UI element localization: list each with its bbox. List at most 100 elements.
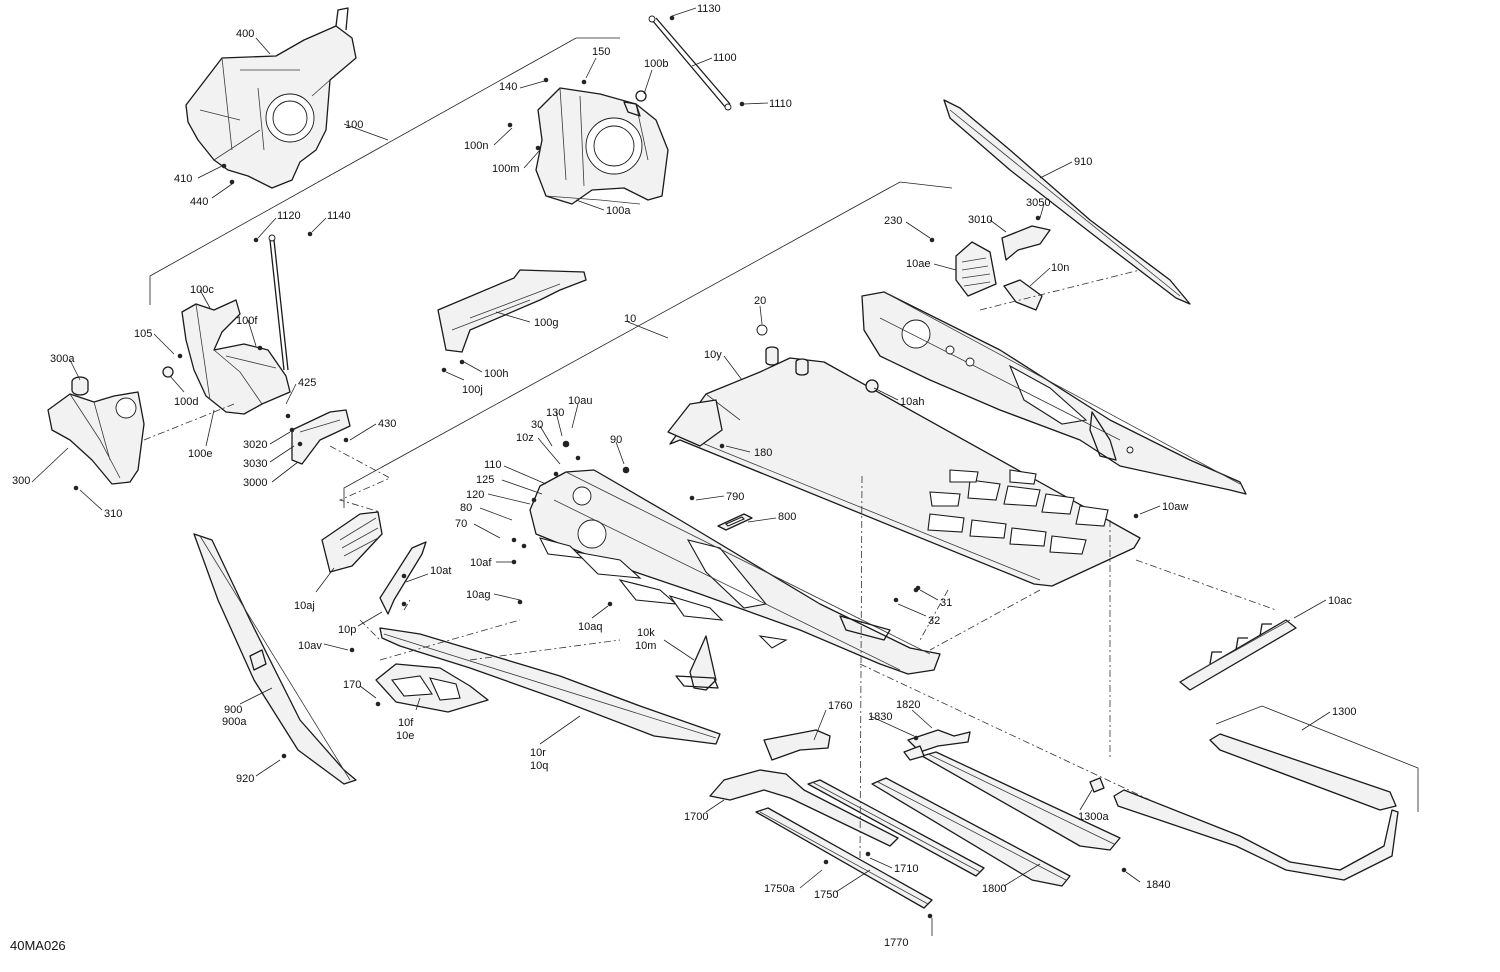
callout-180: 180: [754, 447, 772, 459]
callout-110: 110: [484, 459, 502, 471]
callout-125: 125: [476, 474, 494, 486]
leader-lines: [31, 7, 1331, 936]
callout-10au: 10au: [568, 395, 592, 407]
callout-1140: 1140: [327, 210, 351, 222]
callout-230: 230: [884, 215, 902, 227]
callout-10ah: 10ah: [900, 396, 924, 408]
callout-900a: 900a: [222, 716, 247, 728]
callout-100m: 100m: [492, 163, 520, 175]
part-10k-gusset: [675, 635, 719, 691]
callout-90: 90: [610, 434, 622, 446]
callout-10ag: 10ag: [466, 589, 490, 601]
callout-10af: 10af: [470, 557, 492, 569]
callout-100e: 100e: [188, 448, 212, 460]
callout-1120: 1120: [277, 210, 301, 222]
callout-1110: 1110: [769, 98, 792, 110]
callout-130: 130: [546, 407, 564, 419]
callout-400: 400: [236, 28, 254, 40]
part-10-right-side-panel: [861, 291, 1247, 495]
callout-105: 105: [134, 328, 152, 340]
callout-410: 410: [174, 173, 192, 185]
callout-10aj: 10aj: [294, 600, 315, 612]
diagram-code: 40MA026: [10, 938, 66, 953]
callout-3010: 3010: [968, 214, 992, 226]
callout-10ac: 10ac: [1328, 595, 1352, 607]
callout-10ae: 10ae: [906, 258, 930, 270]
part-10r-lower-rail: [349, 627, 721, 745]
callout-100b: 100b: [644, 58, 668, 70]
callout-1710: 1710: [894, 863, 918, 875]
part-800-plate: [717, 513, 753, 531]
callout-310: 310: [104, 508, 122, 520]
part-1700-running-boards: [709, 729, 1127, 919]
part-900-left-rail: [193, 533, 357, 785]
callout-170: 170: [343, 679, 361, 691]
callout-1300: 1300: [1332, 706, 1356, 718]
part-1100-strut-rod: [648, 15, 745, 111]
part-3000-bracket: [285, 409, 351, 465]
callout-10k: 10k: [637, 627, 655, 639]
callout-10f: 10f: [398, 717, 414, 729]
callout-10y: 10y: [704, 349, 722, 361]
callout-1760: 1760: [828, 700, 852, 712]
part-10y-deck: [667, 324, 1141, 587]
callout-440: 440: [190, 196, 208, 208]
callout-1830: 1830: [868, 711, 892, 723]
callout-430: 430: [378, 418, 396, 430]
callout-150: 150: [592, 46, 610, 58]
part-10-left-side-panel: [511, 440, 941, 675]
callout-1100: 1100: [713, 52, 737, 64]
callout-900: 900: [224, 704, 242, 716]
group-brackets: [149, 37, 1419, 812]
callout-1750: 1750: [814, 889, 838, 901]
part-100c-left-column: [162, 231, 313, 415]
callout-1700: 1700: [684, 811, 708, 823]
part-1300-rear-bumper: [1089, 733, 1399, 881]
callout-3020: 3020: [243, 439, 267, 451]
callout-1130: 1130: [697, 3, 721, 15]
callout-10n: 10n: [1051, 262, 1069, 274]
callout-1770: 1770: [884, 937, 908, 949]
callout-100d: 100d: [174, 396, 198, 408]
callout-10z: 10z: [516, 432, 534, 444]
part-910-upper-rail: [943, 99, 1191, 305]
callout-3000: 3000: [243, 477, 267, 489]
callout-80: 80: [460, 502, 472, 514]
callout-100n: 100n: [464, 140, 488, 152]
callout-1840: 1840: [1146, 879, 1170, 891]
part-100a-front-frame: [507, 77, 669, 205]
callout-920: 920: [236, 773, 254, 785]
callout-300a: 300a: [50, 353, 75, 365]
callout-100g: 100g: [534, 317, 558, 329]
callout-1300a: 1300a: [1078, 811, 1109, 823]
part-400-upper-column: [185, 7, 357, 189]
callout-100h: 100h: [484, 368, 508, 380]
callout-1800: 1800: [982, 883, 1006, 895]
callout-3030: 3030: [243, 458, 267, 470]
callout-1820: 1820: [896, 699, 920, 711]
part-100g-cross-member: [437, 269, 587, 373]
callout-10m: 10m: [635, 640, 656, 652]
callout-10q: 10q: [530, 760, 548, 772]
callout-300: 300: [12, 475, 30, 487]
callout-10r: 10r: [530, 747, 546, 759]
callout-31: 31: [940, 597, 952, 609]
part-10f-lower-bracket: [375, 663, 489, 713]
callout-910: 910: [1074, 156, 1092, 168]
callout-32: 32: [928, 615, 940, 627]
callout-100a: 100a: [606, 205, 631, 217]
callout-1750a: 1750a: [764, 883, 795, 895]
callout-100f: 100f: [236, 315, 258, 327]
callout-790: 790: [726, 491, 744, 503]
callout-100: 100: [345, 119, 363, 131]
part-3010-brackets: [929, 215, 1051, 311]
callout-labels: 400 100 410 440 150 140 100b 100n 100m 1…: [12, 3, 1356, 949]
callout-30: 30: [531, 419, 543, 431]
callout-70: 70: [455, 518, 467, 530]
callout-3050: 3050: [1026, 197, 1050, 209]
callout-10: 10: [624, 313, 636, 325]
callout-10e: 10e: [396, 730, 414, 742]
callout-10aw: 10aw: [1162, 501, 1188, 513]
callout-800: 800: [778, 511, 796, 523]
